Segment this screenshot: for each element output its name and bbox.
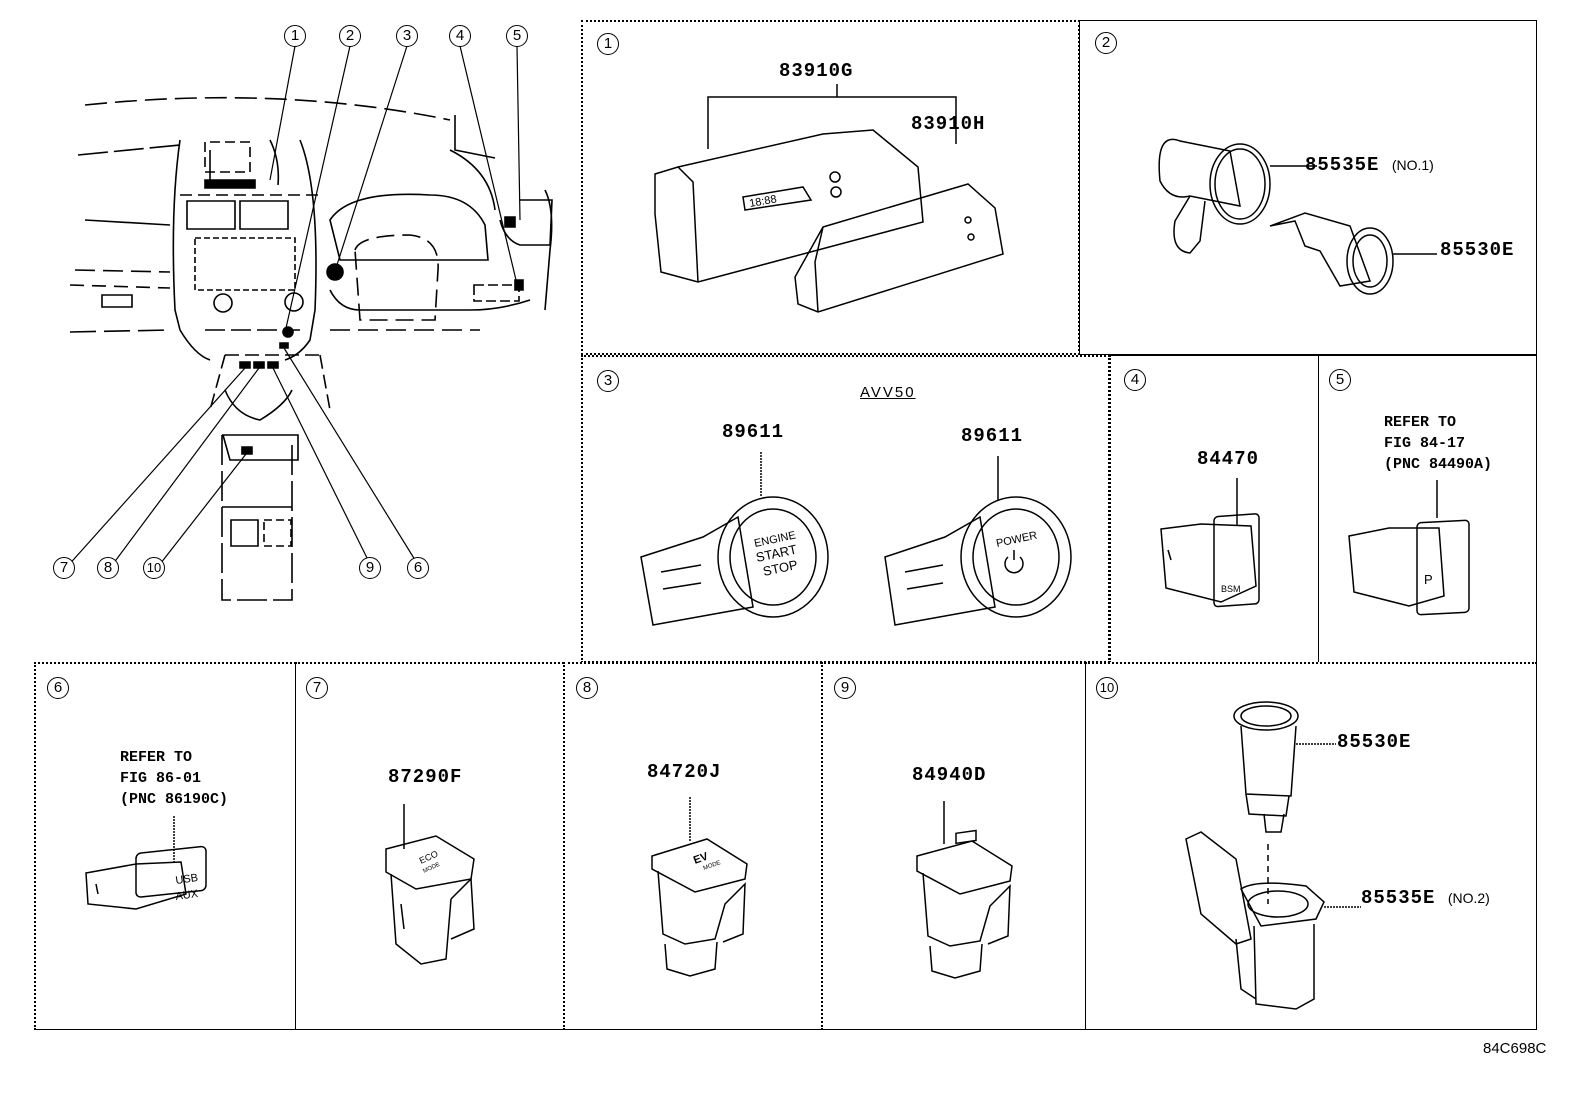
panel-6: 6 REFER TO FIG 86-01 (PNC 86190C) USB AUX <box>34 662 296 1030</box>
reference-line-2: FIG 86-01 <box>120 770 202 787</box>
part-qualifier: (NO.2) <box>1447 890 1490 906</box>
part-number-85535E-no1: 85535E (NO.1) <box>1305 154 1434 176</box>
callout-3: 3 <box>396 25 418 47</box>
ev-label: EV <box>692 850 711 867</box>
figure-code: 84C698C <box>1483 1040 1547 1057</box>
panel-2-index: 2 <box>1095 32 1117 54</box>
panel-5-index: 5 <box>1329 369 1351 391</box>
part-number-text: 85535E <box>1305 154 1380 176</box>
part-number-84940D: 84940D <box>912 764 987 786</box>
callout-6: 6 <box>407 557 429 579</box>
panel-2: 2 85535E (NO.1) 85530E <box>1079 20 1537 355</box>
part-qualifier: (NO.1) <box>1391 157 1434 173</box>
part-number-84470: 84470 <box>1197 448 1260 470</box>
ev-mode-label: MODE <box>703 860 722 872</box>
panel-4-index: 4 <box>1124 369 1146 391</box>
panel-3: 3 AVV50 89611 89611 ENGINE START STOP PO… <box>581 355 1110 663</box>
panel-5: 5 REFER TO FIG 84-17 (PNC 84490A) P <box>1318 355 1537 663</box>
usb-label: USB <box>175 872 199 887</box>
panel-7: 7 87290F ECO MODE <box>295 662 564 1030</box>
callout-8: 8 <box>97 557 119 579</box>
part-number-89611-engine: 89611 <box>722 421 785 443</box>
callout-10: 10 <box>143 557 165 579</box>
panel-10: 10 85530E 85535E (NO.2) <box>1085 662 1537 1030</box>
engine-button-label-3: STOP <box>762 557 800 579</box>
reference-note-fig-84-17: REFER TO FIG 84-17 (PNC 84490A) <box>1384 412 1492 475</box>
overview-illustration: 1 2 3 4 5 7 8 10 9 6 <box>30 10 570 610</box>
panel-4: 4 84470 BSM <box>1109 355 1319 663</box>
reference-line-1: REFER TO <box>120 749 193 766</box>
callout-2: 2 <box>339 25 361 47</box>
panel-1-index: 1 <box>597 33 619 55</box>
panel-1: 1 83910G 83910H 18:88 <box>581 20 1080 355</box>
clock-modules-drawing: 18:88 <box>583 22 1082 357</box>
part-number-85535E-no2: 85535E (NO.2) <box>1361 887 1490 909</box>
parking-switch-label: P <box>1424 572 1433 587</box>
aux-label: AUX <box>175 888 200 903</box>
cigarette-lighter-drawing <box>1080 21 1538 356</box>
push-start-buttons-drawing: ENGINE START STOP POWER <box>583 357 1112 665</box>
panel-10-index: 10 <box>1096 677 1118 699</box>
power-button-label: POWER <box>995 530 1038 550</box>
panel-8-index: 8 <box>576 677 598 699</box>
reference-line-3: (PNC 86190C) <box>120 791 229 808</box>
reference-line-2: FIG 84-17 <box>1384 435 1466 452</box>
clock-display-text: 18:88 <box>748 193 777 210</box>
callout-7: 7 <box>53 557 75 579</box>
reference-line-3: (PNC 84490A) <box>1384 456 1493 473</box>
ev-mode-switch-drawing: EV MODE <box>565 664 824 1032</box>
part-number-89611-power: 89611 <box>961 425 1024 447</box>
model-code: AVV50 <box>860 384 916 401</box>
callout-1: 1 <box>284 25 306 47</box>
callout-5: 5 <box>506 25 528 47</box>
panel-9: 9 84940D <box>821 662 1086 1030</box>
usb-aux-drawing: USB AUX <box>36 664 298 1032</box>
callout-9: 9 <box>359 557 381 579</box>
part-number-83910G: 83910G <box>779 60 854 82</box>
reference-note-fig-86-01: REFER TO FIG 86-01 (PNC 86190C) <box>120 747 228 810</box>
panel-6-index: 6 <box>47 677 69 699</box>
part-number-83910H: 83910H <box>911 113 986 135</box>
part-number-87290F: 87290F <box>388 766 463 788</box>
panel-7-index: 7 <box>306 677 328 699</box>
reference-line-1: REFER TO <box>1384 414 1457 431</box>
switch-84940D-drawing <box>823 664 1088 1032</box>
part-number-85530E: 85530E <box>1440 239 1515 261</box>
panel-9-index: 9 <box>834 677 856 699</box>
eco-mode-switch-drawing: ECO MODE <box>296 664 565 1032</box>
parking-switch-drawing: P <box>1319 356 1538 664</box>
part-number-85530E-no2-panel: 85530E <box>1337 731 1412 753</box>
panel-8: 8 84720J EV MODE <box>563 662 822 1030</box>
part-number-84720J: 84720J <box>647 761 722 783</box>
callout-4: 4 <box>449 25 471 47</box>
panel-3-index: 3 <box>597 370 619 392</box>
part-number-text: 85535E <box>1361 887 1436 909</box>
lighter-socket-drawing <box>1086 664 1538 1032</box>
bsm-switch-label: BSM <box>1221 584 1241 594</box>
dashboard-drawing <box>30 10 570 610</box>
bsm-switch-drawing: BSM <box>1111 356 1321 664</box>
